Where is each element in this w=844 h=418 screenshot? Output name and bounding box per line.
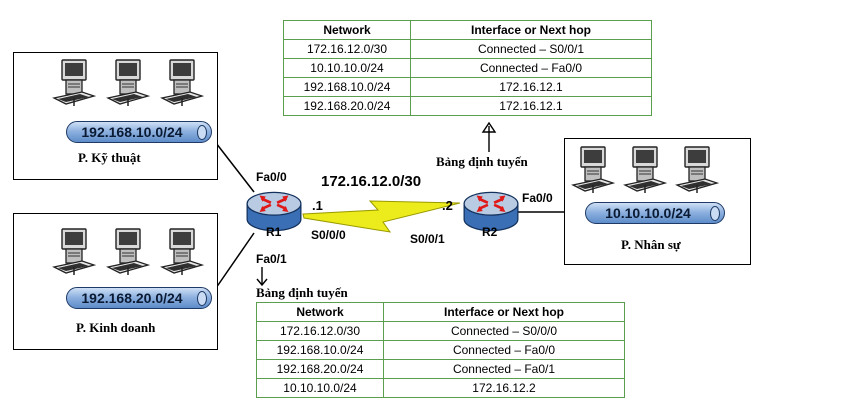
wan-network-address: 172.16.12.0/30 xyxy=(321,173,422,190)
table-row: 192.168.20.0/24 Connected – Fa0/1 xyxy=(256,359,625,379)
routing-table-caption-r2: Bảng định tuyến xyxy=(436,154,528,169)
desktop-computer-icon xyxy=(160,58,204,108)
r2-fa0-0-label: Fa0/0 xyxy=(522,191,553,205)
column-header: Network xyxy=(283,20,411,40)
router-name-r1: R1 xyxy=(266,225,282,239)
lan-ky-thuat: 192.168.10.0/24 P. Kỹ thuật xyxy=(13,52,218,180)
table-row: 10.10.10.0/24 172.16.12.2 xyxy=(256,378,625,398)
table-row: 192.168.20.0/24 172.16.12.1 xyxy=(283,96,652,116)
lan-segment-pipe: 10.10.10.0/24 xyxy=(585,202,725,224)
next-hop-cell: 172.16.12.1 xyxy=(410,96,652,116)
lan-segment-pipe: 192.168.10.0/24 xyxy=(66,121,212,143)
column-header: Network xyxy=(256,302,384,322)
routing-table-r1: Network Interface or Next hop 172.16.12.… xyxy=(256,302,625,398)
lan-label: P. Nhân sự xyxy=(621,237,681,252)
desktop-computer-icon xyxy=(160,227,204,277)
lan-network-address: 192.168.10.0/24 xyxy=(81,124,183,140)
r2-serial-label: S0/0/1 xyxy=(410,232,445,246)
desktop-computer-icon xyxy=(106,58,150,108)
next-hop-cell: Connected – S0/0/0 xyxy=(383,321,625,341)
desktop-computer-icon xyxy=(106,227,150,277)
table-row: 192.168.10.0/24 Connected – Fa0/0 xyxy=(256,340,625,360)
next-hop-cell: 172.16.12.2 xyxy=(383,378,625,398)
network-cell: 192.168.20.0/24 xyxy=(283,96,411,116)
lan-network-address: 10.10.10.0/24 xyxy=(605,205,691,221)
r1-host-address: .1 xyxy=(312,198,323,213)
table-row: 192.168.10.0/24 172.16.12.1 xyxy=(283,77,652,97)
network-cell: 192.168.10.0/24 xyxy=(283,77,411,97)
next-hop-cell: Connected – Fa0/0 xyxy=(383,340,625,360)
routing-table-r2: Network Interface or Next hop 172.16.12.… xyxy=(283,20,652,116)
lan-nhan-su: 10.10.10.0/24 P. Nhân sự xyxy=(564,138,751,265)
r2-host-address: .2 xyxy=(442,198,453,213)
column-header: Interface or Next hop xyxy=(410,20,652,40)
r1-serial-label: S0/0/0 xyxy=(311,228,346,242)
r1-fa0-0-label: Fa0/0 xyxy=(256,170,287,184)
lan-kinh-doanh: 192.168.20.0/24 P. Kinh doanh xyxy=(13,213,218,350)
next-hop-cell: Connected – S0/0/1 xyxy=(410,39,652,59)
lan-segment-pipe: 192.168.20.0/24 xyxy=(66,287,212,309)
routing-table-caption-r1: Bảng định tuyến xyxy=(256,285,348,300)
arrow-icon xyxy=(256,267,268,287)
network-cell: 172.16.12.0/30 xyxy=(256,321,384,341)
desktop-computer-icon xyxy=(675,145,719,195)
lan-network-address: 192.168.20.0/24 xyxy=(81,290,183,306)
next-hop-cell: Connected – Fa0/1 xyxy=(383,359,625,379)
next-hop-cell: 172.16.12.1 xyxy=(410,77,652,97)
link-r1-ky-thuat xyxy=(215,142,255,193)
desktop-computer-icon xyxy=(623,145,667,195)
lan-label: P. Kinh doanh xyxy=(76,320,156,335)
arrow-icon xyxy=(481,121,497,152)
desktop-computer-icon xyxy=(571,145,615,195)
network-cell: 192.168.10.0/24 xyxy=(256,340,384,360)
network-cell: 192.168.20.0/24 xyxy=(256,359,384,379)
network-cell: 10.10.10.0/24 xyxy=(283,58,411,78)
column-header: Interface or Next hop xyxy=(383,302,625,322)
table-row: 10.10.10.0/24 Connected – Fa0/0 xyxy=(283,58,652,78)
link-r1-kinh-doanh xyxy=(215,232,255,289)
desktop-computer-icon xyxy=(52,227,96,277)
network-cell: 10.10.10.0/24 xyxy=(256,378,384,398)
network-cell: 172.16.12.0/30 xyxy=(283,39,411,59)
next-hop-cell: Connected – Fa0/0 xyxy=(410,58,652,78)
lightning-bolt-icon xyxy=(302,200,461,233)
r1-fa0-1-label: Fa0/1 xyxy=(256,252,287,266)
table-row: 172.16.12.0/30 Connected – S0/0/1 xyxy=(283,39,652,59)
lan-label: P. Kỹ thuật xyxy=(78,150,141,165)
router-name-r2: R2 xyxy=(482,225,498,239)
desktop-computer-icon xyxy=(52,58,96,108)
table-row: 172.16.12.0/30 Connected – S0/0/0 xyxy=(256,321,625,341)
